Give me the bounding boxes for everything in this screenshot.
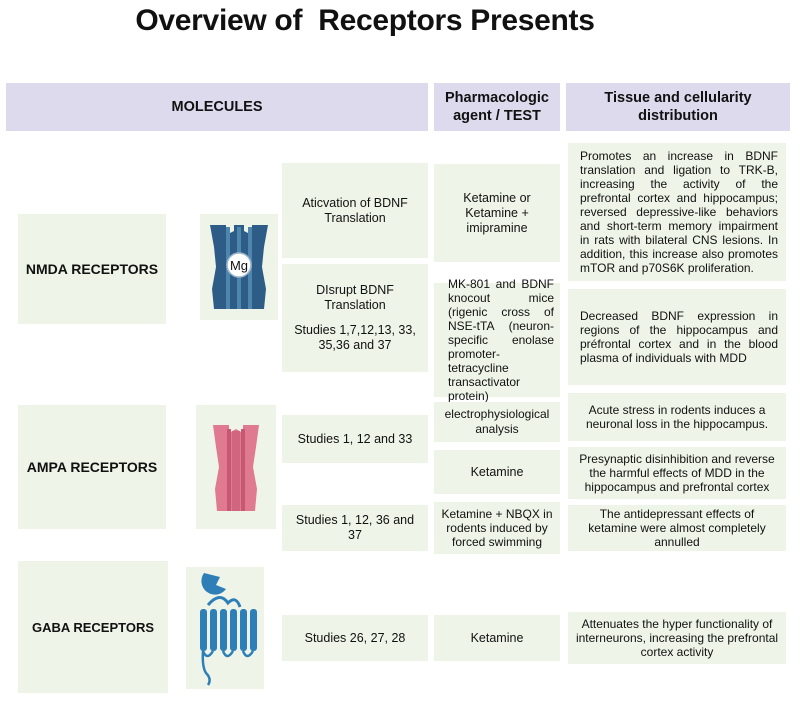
- nmda-row2-distribution: Decreased BDNF expression in regions of …: [568, 289, 786, 385]
- gaba-row1-agent: Ketamine: [434, 615, 560, 661]
- nmda-row1-distribution-text: Promotes an increase in BDNF translation…: [580, 149, 778, 275]
- header-agent-label: Pharmacologic agent / TEST: [445, 90, 549, 124]
- ampa-row3-studies: Studies 1, 12, 36 and 37: [282, 505, 428, 551]
- nmda-label-box: NMDA RECEPTORS: [18, 214, 166, 324]
- nmda-receptor-icon: Mg: [210, 225, 268, 309]
- gaba-receptor-icon: [200, 573, 257, 686]
- nmda-row1-agent-text: Ketamine or Ketamine + imipramine: [463, 190, 531, 235]
- ampa-row1-studies: Studies 1, 12 and 33: [282, 415, 428, 463]
- ampa-label: AMPA RECEPTORS: [26, 458, 158, 475]
- nmda-row2-agent-text: MK-801 and BDNF knocout mice (rigenic cr…: [448, 277, 554, 403]
- ampa-row3-agent-text: Ketamine + NBQX in rodents induced by fo…: [441, 507, 553, 549]
- nmda-icon-box: Mg: [200, 214, 278, 320]
- nmda-row2-mechanism: DIsrupt BDNF Translation Studies 1,7,12,…: [282, 264, 428, 372]
- ampa-row1-distribution-text: Acute stress in rodents induces a neuron…: [585, 403, 769, 431]
- header-tissue: Tissue and cellularity distribution: [566, 83, 790, 131]
- nmda-row1-distribution: Promotes an increase in BDNF translation…: [568, 143, 786, 281]
- gaba-row1-distribution: Attenuates the hyper functionality of in…: [568, 612, 786, 664]
- nmda-row2-mechanism-text: DIsrupt BDNF Translation: [316, 283, 394, 312]
- page-title: Overview of Receptors Presents: [135, 4, 595, 37]
- gaba-row1-studies: Studies 26, 27, 28: [282, 615, 428, 661]
- ampa-row2-agent-text: Ketamine: [470, 464, 524, 479]
- header-molecules-label: MOLECULES: [171, 99, 263, 115]
- ampa-row1-agent-text: electrophysiological analysis: [444, 407, 550, 436]
- nmda-row2-distribution-text: Decreased BDNF expression in regions of …: [580, 309, 778, 365]
- ampa-receptor-icon: [213, 425, 259, 511]
- nmda-label: NMDA RECEPTORS: [25, 260, 159, 277]
- nmda-row1-mechanism-text: Aticvation of BDNF Translation: [302, 195, 408, 225]
- ampa-row1-studies-text: Studies 1, 12 and 33: [297, 431, 413, 446]
- header-agent: Pharmacologic agent / TEST: [434, 83, 560, 131]
- gaba-label: GABA RECEPTORS: [31, 619, 155, 635]
- ampa-row3-distribution-text: The antidepressant effects of ketamine w…: [588, 507, 766, 549]
- ampa-row1-distribution: Acute stress in rodents induces a neuron…: [568, 393, 786, 441]
- gaba-row1-studies-text: Studies 26, 27, 28: [304, 630, 406, 645]
- ampa-row3-distribution: The antidepressant effects of ketamine w…: [568, 505, 786, 551]
- ampa-row3-studies-text: Studies 1, 12, 36 and 37: [295, 513, 415, 542]
- ampa-row1-agent: electrophysiological analysis: [434, 402, 560, 442]
- nmda-row2-studies: Studies 1,7,12,13, 33, 35,36 and 37: [294, 323, 416, 352]
- gaba-label-box: GABA RECEPTORS: [18, 561, 168, 693]
- ampa-label-box: AMPA RECEPTORS: [18, 405, 166, 529]
- gaba-row1-agent-text: Ketamine: [470, 630, 524, 645]
- nmda-row2-agent: MK-801 and BDNF knocout mice (rigenic cr…: [434, 277, 560, 403]
- header-molecules: MOLECULES: [6, 83, 428, 131]
- nmda-row1-agent: Ketamine or Ketamine + imipramine: [434, 164, 560, 262]
- ampa-row2-distribution-text: Presynaptic disinhibition and reverse th…: [579, 452, 775, 494]
- ampa-icon-box: [196, 405, 276, 529]
- ampa-row3-agent: Ketamine + NBQX in rodents induced by fo…: [434, 502, 560, 554]
- ampa-row2-distribution: Presynaptic disinhibition and reverse th…: [568, 447, 786, 499]
- mg-icon-text: Mg: [230, 258, 248, 273]
- ampa-row2-agent: Ketamine: [434, 450, 560, 494]
- header-tissue-label: Tissue and cellularity distribution: [604, 90, 752, 124]
- gaba-icon-box: [186, 567, 264, 689]
- gaba-row1-distribution-text: Attenuates the hyper functionality of in…: [575, 617, 779, 659]
- nmda-row1-mechanism: Aticvation of BDNF Translation: [282, 163, 428, 258]
